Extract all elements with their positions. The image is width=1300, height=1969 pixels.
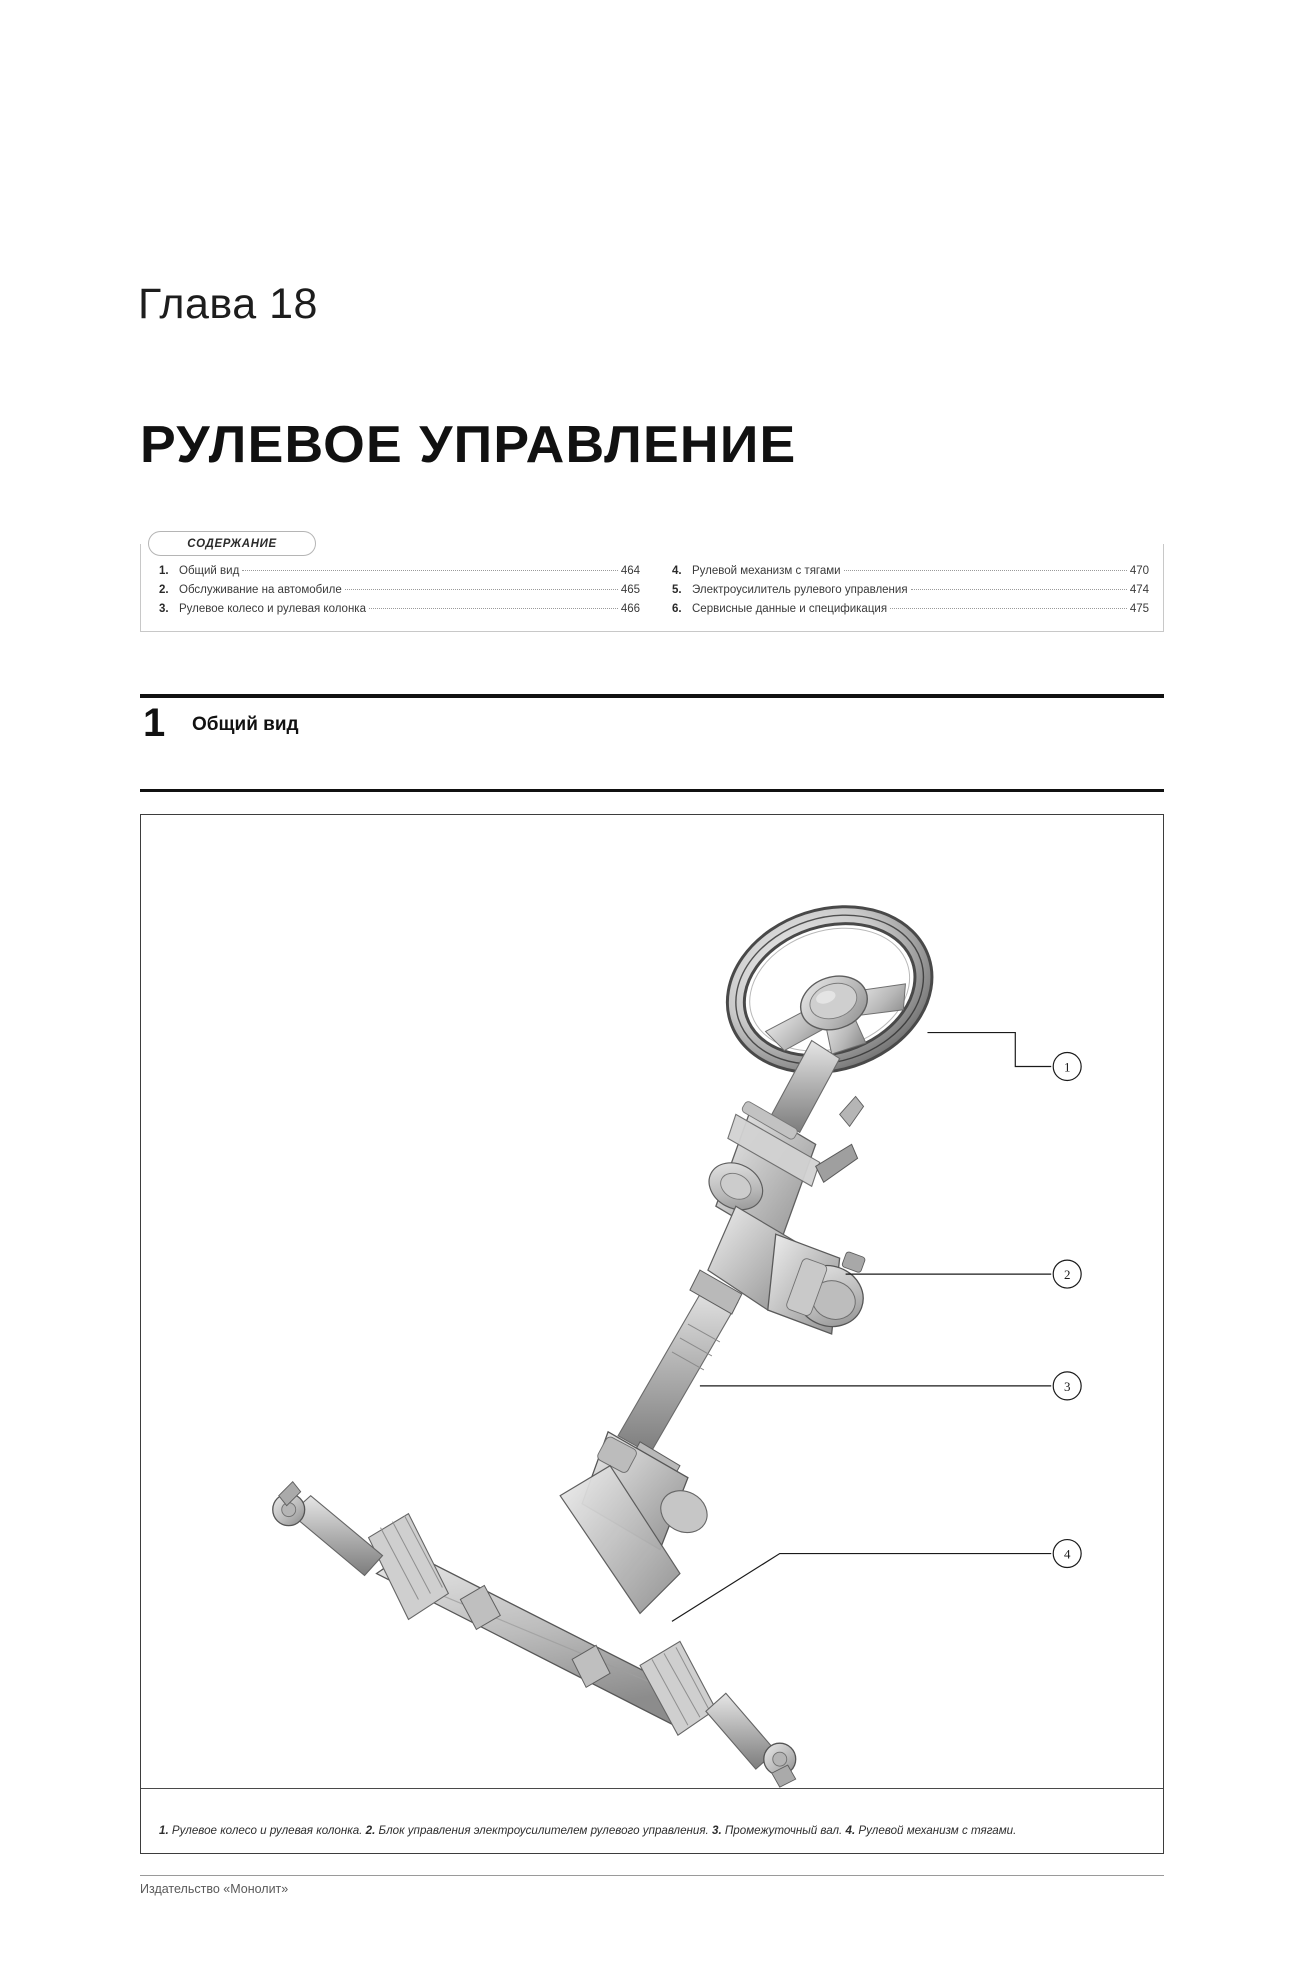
toc-item-label: Обслуживание на автомобиле [179,584,342,596]
section-number: 1 [143,701,166,745]
toc-item-page: 470 [1129,565,1149,577]
toc-column-left: 1. Общий вид 464 2. Обслуживание на авто… [159,562,654,619]
toc-item-number: 2. [159,584,169,596]
toc-leader-dots [843,570,1127,571]
section-bottom-rule [140,789,1164,792]
toc-item[interactable]: 5. Электроусилитель рулевого управления … [672,581,1149,600]
toc-column-right: 4. Рулевой механизм с тягами 470 5. Элек… [654,562,1149,619]
toc-tab-label: СОДЕРЖАНИЕ [187,537,277,550]
caption-item-text: Блок управления электроусилителем рулево… [375,1824,709,1837]
caption-item-number: 1. [159,1824,169,1837]
callout-number: 3 [1064,1379,1070,1394]
footer-publisher: Издательство «Монолит» [140,1882,289,1896]
toc-item-label: Общий вид [179,565,240,577]
toc-item-page: 464 [620,565,640,577]
footer-rule [140,1875,1164,1876]
toc-item-page: 475 [1129,603,1149,615]
toc-item-page: 474 [1129,584,1149,596]
toc-leader-dots [368,608,618,609]
toc-item-label: Электроусилитель рулевого управления [692,584,908,596]
steering-wheel-art [725,905,934,1075]
toc-item[interactable]: 1. Общий вид 464 [159,562,640,581]
callout-number: 4 [1064,1547,1071,1562]
section-title: Общий вид [192,714,299,735]
toc-item-number: 6. [672,603,682,615]
caption-item-number: 2. [365,1824,376,1837]
figure-frame: 1 2 3 4 1. Рулевое колесо и рулевая коло… [140,814,1164,1854]
toc-item-number: 4. [672,565,682,577]
toc-item-number: 1. [159,565,169,577]
toc-item[interactable]: 4. Рулевой механизм с тягами 470 [672,562,1149,581]
toc-item[interactable]: 3. Рулевое колесо и рулевая колонка 466 [159,600,640,619]
toc-leader-dots [344,589,618,590]
caption-item-text: Рулевое колесо и рулевая колонка. [168,1824,363,1837]
eps-control-unit-art [767,1233,866,1335]
toc-panel: 1. Общий вид 464 2. Обслуживание на авто… [140,544,1164,632]
callout-bubbles: 1 2 3 4 [1052,1051,1082,1569]
figure-caption: 1. Рулевое колесо и рулевая колонка. 2. … [159,1822,1145,1839]
toc-item-number: 5. [672,584,682,596]
steering-system-diagram: 1 2 3 4 [272,905,1082,1788]
toc-leader-dots [910,589,1127,590]
toc-columns: 1. Общий вид 464 2. Обслуживание на авто… [141,562,1163,619]
toc-item-label: Рулевое колесо и рулевая колонка [179,603,366,615]
toc-item[interactable]: 6. Сервисные данные и спецификация 475 [672,600,1149,619]
toc-item-label: Сервисные данные и спецификация [692,603,888,615]
toc-leader-dots [242,570,618,571]
section-top-rule [140,694,1164,698]
caption-item-number: 4. [845,1824,856,1837]
caption-item-text: Промежуточный вал. [721,1824,843,1837]
caption-separator [141,1788,1163,1789]
callout-number: 1 [1064,1059,1070,1074]
toc-item-label: Рулевой механизм с тягами [692,565,841,577]
toc-item[interactable]: 2. Обслуживание на автомобиле 465 [159,581,640,600]
steering-gear-rack-art [272,1430,797,1788]
toc-item-page: 466 [620,603,640,615]
caption-item-number: 3. [712,1824,722,1837]
toc-leader-dots [890,608,1127,609]
toc-item-page: 465 [620,584,640,596]
toc-tab: СОДЕРЖАНИЕ [148,531,316,556]
callout-leaders [671,1031,1052,1622]
callout-number: 2 [1064,1267,1070,1282]
chapter-title: РУЛЕВОЕ УПРАВЛЕНИЕ [140,416,797,474]
chapter-label: Глава 18 [138,280,318,328]
toc-item-number: 3. [159,603,169,615]
caption-item-text: Рулевой механизм с тягами. [855,1824,1017,1837]
